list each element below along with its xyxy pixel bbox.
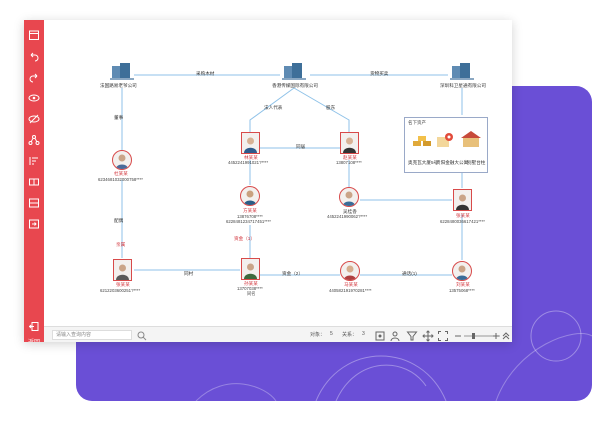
search-input[interactable]: 请输入查询内容 — [52, 330, 132, 340]
person-id: 13575068**** — [449, 288, 475, 293]
person-avatar[interactable] — [452, 261, 472, 281]
person-name: 吴桂香 — [343, 209, 357, 214]
edge-label: 资金（2） — [282, 271, 303, 276]
edge-label: 货物买卖 — [370, 71, 389, 76]
building-icon[interactable] — [282, 62, 306, 80]
person-avatar[interactable] — [340, 132, 359, 154]
person-name: 马某某 — [344, 282, 358, 287]
person-avatar[interactable] — [113, 259, 132, 281]
person-avatar[interactable] — [340, 261, 360, 281]
calendar-icon[interactable] — [27, 28, 41, 42]
assets-title: 名下资产 — [408, 120, 426, 125]
filter-icon[interactable] — [406, 329, 418, 341]
person-name: 孙某某 — [244, 281, 258, 286]
undo-icon[interactable] — [27, 49, 41, 63]
person-id: 6212203600251?**** — [100, 288, 141, 293]
building-icon[interactable] — [110, 62, 134, 80]
hide-icon[interactable] — [27, 112, 41, 126]
layout-icon[interactable] — [27, 196, 41, 210]
edge-company2-person3 — [293, 87, 350, 135]
edge-label: 配偶 — [114, 218, 124, 223]
settings-icon[interactable] — [374, 329, 386, 341]
collapse-icon[interactable] — [500, 329, 512, 341]
company-name: 香港传媒国际有限公司 — [272, 83, 318, 88]
person-name: 杜某某 — [114, 171, 128, 176]
person-name: 刘某某 — [456, 282, 470, 287]
assets-panel: 名下资产 奥克瓦大厦5号 贵阳金融大公寓 别墅台柱 — [404, 117, 488, 173]
person-id: 6234681032000758**** — [98, 177, 143, 182]
person-id: 13807108**** — [336, 160, 362, 165]
company-name: 深圳科卫星通有限公司 — [440, 83, 486, 88]
person-avatar[interactable] — [241, 132, 260, 154]
back-button[interactable]: 返回 — [26, 318, 42, 342]
edge-label: 通话(1) — [402, 271, 417, 276]
edge-label: 同村 — [184, 271, 194, 276]
relations-count: 3 — [362, 331, 365, 337]
export-icon[interactable] — [27, 217, 41, 231]
person-id: 13876708**** — [237, 214, 263, 219]
exit-icon — [28, 322, 39, 331]
person-id: 13707038**** — [237, 286, 263, 291]
person-id: 4405821919?0281**** — [329, 288, 372, 293]
move-icon[interactable] — [422, 329, 434, 342]
edge-label: 同居 — [296, 144, 306, 149]
person-avatar[interactable] — [453, 189, 472, 211]
graph-edges — [121, 74, 463, 276]
house-icon — [461, 131, 481, 147]
left-toolbar: 返回 — [24, 20, 44, 342]
person-name: 张某某 — [116, 282, 130, 287]
person-avatar[interactable] — [339, 187, 359, 207]
person-id: 4452241991021?**** — [228, 160, 269, 165]
person-name: 张某某 — [456, 213, 470, 218]
person-id: 6228480036617421**** — [440, 219, 485, 224]
back-label: 返回 — [26, 337, 42, 342]
edge-label: 采购木材 — [196, 71, 215, 76]
person-name: 方某某 — [243, 208, 257, 213]
assets-icons — [413, 131, 481, 147]
edge-label: 亲属 — [116, 242, 126, 247]
asset-label: 别墅台柱 — [467, 160, 486, 165]
person-avatar[interactable] — [241, 258, 260, 280]
edge-label: 董事 — [114, 115, 124, 120]
person-id: 6228481234717451**** — [226, 219, 271, 224]
building-icon[interactable] — [450, 62, 474, 80]
sort-icon[interactable] — [27, 154, 41, 168]
edge-label: 资金（1） — [234, 236, 255, 241]
relationship-graph-window: 返回 — [24, 20, 512, 342]
person-name: 赵某某 — [343, 155, 357, 160]
person-role: 同名 — [247, 291, 256, 296]
asset-label: 奥克瓦大厦5号 — [408, 160, 439, 165]
edge-company2-person2 — [249, 87, 295, 135]
redo-icon[interactable] — [27, 70, 41, 84]
person-avatar[interactable] — [240, 186, 260, 206]
relations-label: 关系： — [342, 332, 358, 338]
edge-label: 法人代表 — [264, 105, 283, 110]
group-icon[interactable] — [27, 175, 41, 189]
gold-bars-icon — [413, 136, 431, 146]
user-icon[interactable] — [389, 329, 401, 342]
objects-count: 5 — [330, 331, 333, 337]
asset-label: 贵阳金融大公寓 — [436, 160, 469, 165]
company-name: 法国路易老爷公司 — [100, 83, 137, 88]
search-icon[interactable] — [136, 329, 148, 341]
edge-label: 股东 — [326, 105, 336, 110]
network-icon[interactable] — [27, 133, 41, 147]
objects-label: 对象： — [310, 332, 326, 338]
zoom-out-icon[interactable] — [452, 329, 464, 341]
zoom-in-icon[interactable] — [490, 329, 502, 341]
person-avatar[interactable] — [112, 150, 132, 170]
graph-canvas[interactable]: 法国路易老爷公司 香港传媒国际有限公司 深圳科卫星通有限公司 采购木材 货物买卖… — [44, 20, 512, 326]
person-id: 4452241990062?**** — [327, 214, 368, 219]
map-pin-icon — [437, 133, 453, 147]
fit-screen-icon[interactable] — [437, 329, 449, 341]
person-name: 林某某 — [244, 155, 258, 160]
eye-icon[interactable] — [27, 91, 41, 105]
bottom-toolbar: 请输入查询内容 对象： 5 关系： 3 — [44, 326, 512, 342]
